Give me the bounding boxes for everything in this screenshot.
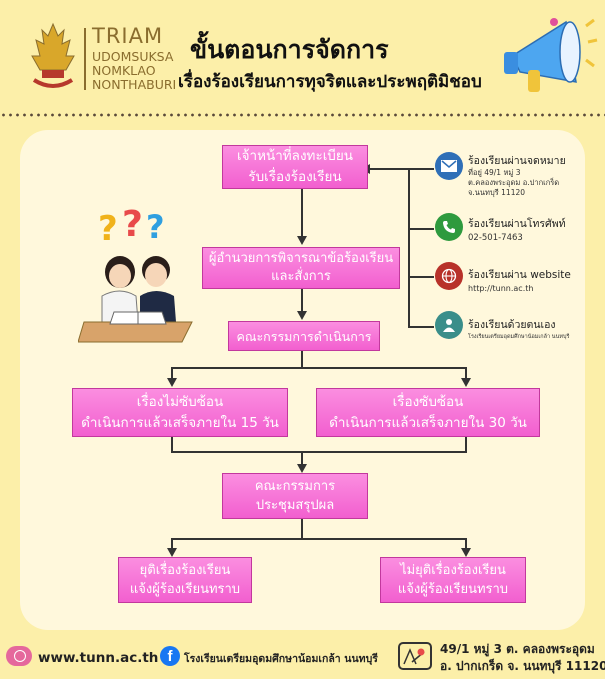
arrow-down-icon — [167, 378, 177, 387]
channel-mail-detail-1: ที่อยู่ 49/1 หมู่ 3 — [468, 168, 521, 177]
end-stop-line1: ยุติเรื่องร้องเรียน — [139, 563, 231, 578]
connector — [301, 519, 303, 539]
page-subtitle: เรื่องร้องเรียนการทุจริตและประพฤติมิชอบ — [178, 72, 482, 92]
channel-phone-title: ร้องเรียนผ่านโทรศัพท์ — [468, 218, 566, 230]
facebook-icon: f — [160, 646, 180, 666]
arrow-down-icon — [297, 311, 307, 320]
connector — [408, 276, 434, 278]
channel-mail-detail-3: จ.นนทบุรี 11120 — [468, 188, 526, 197]
logo-divider — [84, 28, 86, 90]
logo-udomsuksa: UDOMSUKSA — [92, 49, 174, 64]
svg-text:?: ? — [98, 209, 118, 249]
crest-icon — [31, 22, 75, 88]
connector — [408, 168, 410, 328]
globe-small-icon — [14, 650, 26, 662]
channel-walkin-detail: โรงเรียนเตรียมอุดมศึกษาน้อมเกล้า นนทบุรี — [468, 334, 570, 340]
connector — [171, 538, 173, 550]
branch-simple-line1: เรื่องไม่ซับซ้อน — [136, 393, 224, 410]
arrow-down-icon — [167, 548, 177, 557]
channel-mail-title: ร้องเรียนผ่านจดหมาย — [468, 155, 566, 167]
mail-icon — [435, 152, 463, 180]
connector — [301, 351, 303, 368]
step-register-box: เจ้าหน้าที่ลงทะเบียน รับเรื่องร้องเรียน — [222, 145, 368, 189]
logo-nomklao: NOMKLAO — [92, 63, 156, 78]
channel-mail-detail-2: ต.คลองพระอุดม อ.ปากเกร็ด — [468, 178, 560, 187]
svg-text:?: ? — [122, 204, 143, 245]
channel-phone-detail: 02-501-7463 — [468, 233, 523, 243]
end-continue-line1: ไม่ยุติเรื่องร้องเรียน — [400, 563, 506, 578]
svg-text:?: ? — [146, 208, 165, 246]
connector — [171, 451, 467, 453]
phone-icon — [435, 213, 463, 241]
channel-walkin-title: ร้องเรียนด้วยตนเอง — [468, 319, 556, 331]
map-icon — [398, 642, 432, 670]
branch-complex-box: เรื่องซับซ้อน ดำเนินการแล้วเสร็จภายใน 30… — [316, 388, 540, 437]
students-illustration: ? ? ? — [77, 200, 198, 350]
arrow-down-icon — [297, 236, 307, 245]
connector — [465, 437, 467, 452]
step-committee-box: คณะกรรมการดำเนินการ — [228, 321, 380, 351]
connector — [171, 367, 467, 369]
person-icon — [435, 311, 463, 339]
connector — [301, 451, 303, 467]
globe-icon — [435, 262, 463, 290]
connector — [171, 538, 467, 540]
connector — [171, 367, 173, 381]
footer-address-line1: 49/1 หมู่ 3 ต. คลองพระอุดม — [440, 642, 595, 656]
branch-simple-box: เรื่องไม่ซับซ้อน ดำเนินการแล้วเสร็จภายใน… — [72, 388, 288, 437]
connector — [301, 289, 303, 313]
end-stop-box: ยุติเรื่องร้องเรียน แจ้งผู้ร้องเรียนทราบ — [118, 557, 252, 603]
end-stop-line2: แจ้งผู้ร้องเรียนทราบ — [129, 582, 241, 597]
connector — [171, 437, 173, 452]
page-title: ขั้นตอนการจัดการ — [190, 35, 389, 64]
step-register-line2: รับเรื่องร้องเรียน — [248, 169, 342, 185]
dotted-divider — [0, 112, 605, 118]
channel-web-detail: http://tunn.ac.th — [468, 284, 534, 293]
branch-simple-line2: ดำเนินการแล้วเสร็จภายใน 15 วัน — [81, 414, 279, 431]
footer-website[interactable]: www.tunn.ac.th — [38, 650, 159, 666]
connector — [465, 538, 467, 550]
branch-complex-line1: เรื่องซับซ้อน — [392, 393, 464, 410]
connector — [408, 228, 434, 230]
arrow-down-icon — [297, 464, 307, 473]
connector — [408, 168, 434, 170]
arrow-down-icon — [461, 548, 471, 557]
step-director-line1: ผู้อำนวยการพิจารณาข้อร้องเรียน — [208, 251, 394, 266]
connector — [408, 326, 434, 328]
logo-nonthaburi: NONTHABURI — [92, 77, 177, 92]
megaphone-icon — [498, 12, 598, 102]
step-committee-label: คณะกรรมการดำเนินการ — [236, 328, 372, 344]
step-summary-box: คณะกรรมการ ประชุมสรุปผล — [222, 473, 368, 519]
footer-facebook[interactable]: โรงเรียนเตรียมอุดมศึกษาน้อมเกล้า นนทบุรี — [184, 653, 378, 665]
step-register-line1: เจ้าหน้าที่ลงทะเบียน — [236, 148, 354, 164]
step-director-line2: และสั่งการ — [271, 269, 331, 284]
school-logo — [28, 22, 78, 94]
end-continue-box: ไม่ยุติเรื่องร้องเรียน แจ้งผู้ร้องเรียนท… — [380, 557, 526, 603]
connector — [368, 168, 410, 170]
end-continue-line2: แจ้งผู้ร้องเรียนทราบ — [397, 582, 509, 597]
step-summary-line1: คณะกรรมการ — [254, 479, 336, 494]
logo-triam: TRIAM — [92, 24, 164, 48]
channel-web-title: ร้องเรียนผ่าน website — [468, 269, 571, 281]
footer-address-line2: อ. ปากเกร็ด จ. นนทบุรี 11120 — [440, 659, 605, 673]
connector — [465, 367, 467, 381]
arrow-down-icon — [461, 378, 471, 387]
step-director-box: ผู้อำนวยการพิจารณาข้อร้องเรียน และสั่งกา… — [202, 247, 400, 289]
step-summary-line2: ประชุมสรุปผล — [255, 498, 335, 513]
connector — [301, 189, 303, 239]
branch-complex-line2: ดำเนินการแล้วเสร็จภายใน 30 วัน — [329, 414, 527, 431]
